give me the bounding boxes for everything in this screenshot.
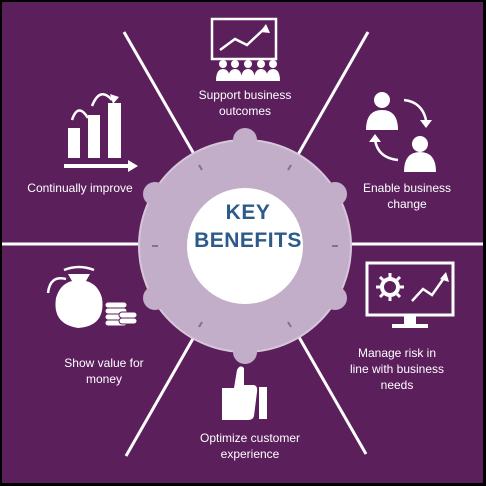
segment-label-show-value: Show value for money xyxy=(64,356,144,386)
segment-label-manage-risk: Manage risk in line with business needs xyxy=(349,346,445,392)
ring-ticks xyxy=(152,164,338,328)
thumbs-up-icon xyxy=(222,366,267,420)
center-circle xyxy=(187,188,303,304)
growth-bar-chart-icon xyxy=(64,93,138,172)
monitor-gear-chart-icon xyxy=(365,261,455,328)
segment-label-enable-change: Enable business change xyxy=(362,181,452,211)
presentation-audience-icon xyxy=(210,17,280,81)
segment-label-optimize-experience: Optimize customer experience xyxy=(199,431,301,461)
center-title: KEY BENEFITS xyxy=(194,201,302,252)
money-bag-coins-icon xyxy=(46,265,138,328)
segment-label-continually-improve: Continually improve xyxy=(27,181,133,195)
segment-label-support-outcomes: Support business outcomes xyxy=(198,88,292,118)
ring-knobs xyxy=(143,128,347,364)
coin-stack xyxy=(104,301,138,327)
people-exchange-icon xyxy=(366,92,436,172)
